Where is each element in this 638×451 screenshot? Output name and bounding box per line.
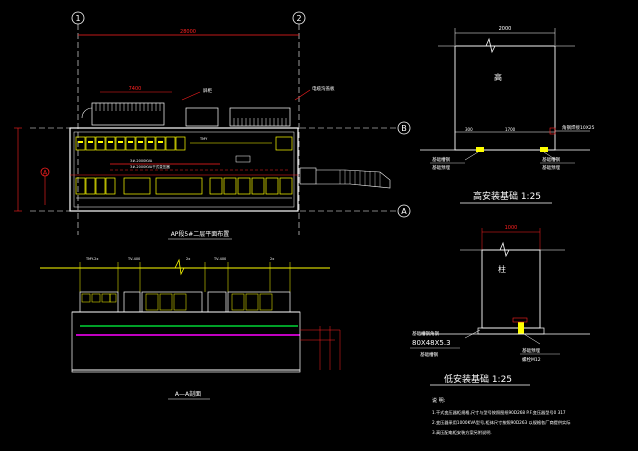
axis-bubble-A (397, 204, 411, 218)
high-dim-1: 300 (465, 127, 473, 132)
axis-bubble-1 (71, 11, 85, 25)
axis-label-B: B (401, 124, 407, 133)
notes-block: 说 明: 1.干式变压器柜规格,尺寸与型号按照图纸90D268 P.F.变压器型… (432, 397, 570, 436)
high-center-label: 高 (494, 72, 502, 82)
section-basement (71, 311, 301, 373)
upper-cabinet-marks (78, 141, 163, 143)
section-right-dims (300, 326, 341, 370)
low-base-bolt (518, 322, 524, 334)
low-top-dim-text: 1000 (505, 225, 518, 231)
section-drop-lines (79, 262, 291, 292)
section-view: TMY-2x TV-400 2x TV-400 2x (40, 257, 341, 400)
high-detail-title: 高安装基础 1:25 (473, 190, 541, 202)
top-right-trench (229, 107, 291, 127)
low-left-note-3: 基础槽钢 (420, 351, 438, 358)
break-symbol (174, 258, 185, 276)
note-item-3: 3.高压配电柜安装方案另附说明. (432, 429, 492, 436)
callout-leader-1 (181, 91, 201, 101)
section-label-5: 2x (270, 257, 274, 261)
transformer-label: 3#-2000KVA (130, 159, 153, 163)
lower-cabinet-row (75, 177, 293, 195)
trench-hatch-right (233, 118, 287, 126)
high-break (485, 37, 496, 54)
high-left-note-2: 基础预埋 (432, 164, 450, 171)
high-top-dim-text: 2000 (499, 26, 512, 32)
room-outline (69, 127, 299, 212)
low-base (477, 327, 545, 335)
high-right-leader (543, 151, 557, 161)
low-detail-title: 低安装基础 1:25 (444, 373, 512, 385)
low-right-note-2: 螺栓M12 (522, 356, 541, 363)
axis-label-2: 2 (296, 14, 301, 23)
high-angle-mark (549, 127, 556, 135)
high-callout-text: 角钢焊接10X25 (562, 124, 595, 131)
low-left-note-1: 基础槽钢角钢 (412, 330, 439, 337)
trench-hatch (95, 103, 161, 111)
upper-cabinet-row (75, 136, 293, 151)
left-dim-text: 7400 (129, 86, 142, 92)
low-center-label: 柱 (498, 264, 506, 274)
low-right-leader (523, 333, 541, 345)
ramp-hatch (339, 170, 381, 187)
low-break (499, 241, 510, 258)
high-left-leader (464, 151, 479, 161)
high-base-left (476, 147, 484, 152)
right-ramp (316, 169, 391, 189)
high-right-note-2: 基础预埋 (542, 164, 560, 171)
overall-dim-text: 28000 (180, 29, 196, 35)
callout-text-1: 屏柜 (203, 87, 212, 94)
axis-label-A: A (401, 207, 407, 216)
section-label-3: 2x (186, 257, 190, 261)
door-swing (81, 107, 93, 119)
high-left-note-1: 基础槽钢 (432, 156, 450, 163)
low-cabinet (481, 249, 541, 329)
room-inner-outline (73, 131, 295, 208)
section-label-1: TMY-2x (85, 257, 98, 261)
axis-label-1: 1 (75, 14, 80, 23)
busbar-label: TMY (199, 137, 208, 141)
callout-leader-2 (294, 89, 311, 101)
low-left-note-2: 80X48X5.3 (412, 339, 451, 347)
high-cabinet (454, 45, 556, 151)
door-box (185, 107, 219, 127)
high-right-note-1: 基础槽钢 (542, 156, 560, 163)
plan-view: 1 2 B A 28000 7400 A (14, 11, 411, 240)
low-detail: 1000 柱 基础槽钢角钢 80X48X5.3 基础槽钢 基础预埋 螺栓M12 … (410, 225, 590, 386)
note-item-1: 1.干式变压器柜规格,尺寸与型号按照图纸90D268 P.F.变压器型号0 31… (432, 409, 566, 416)
high-base-right (540, 147, 548, 152)
label-box (235, 155, 251, 163)
plan-title: AP段5#二层平面布置 (171, 230, 230, 238)
axis-bubble-2 (292, 11, 306, 25)
section-title: A—A剖面 (175, 390, 201, 398)
high-dim-2: 1700 (505, 127, 516, 132)
high-detail: 2000 高 300 1700 角钢焊接10X25 基础槽钢 基础预埋 基础槽钢… (420, 26, 595, 204)
section-label-2: TV-400 (127, 257, 140, 261)
section-marker-label: A (43, 170, 48, 177)
note-item-2: 2.变压器采用1000KVA型号,柜体尺寸按照90D263 以规格各厂商提供实际 (432, 419, 570, 426)
callout-text-2: 电缆沟盖板 (312, 85, 335, 92)
section-label-4: TV-400 (213, 257, 226, 261)
low-left-leader (464, 329, 481, 339)
transformer-label-2: 3#-2000KVA干式变压器 (130, 164, 170, 169)
notes-heading: 说 明: (432, 397, 446, 404)
right-door (299, 167, 317, 185)
low-right-note-1: 基础预埋 (522, 347, 540, 354)
axis-bubble-B (397, 121, 411, 135)
section-cabinet-details (81, 293, 273, 311)
low-angle-mark (512, 317, 528, 323)
